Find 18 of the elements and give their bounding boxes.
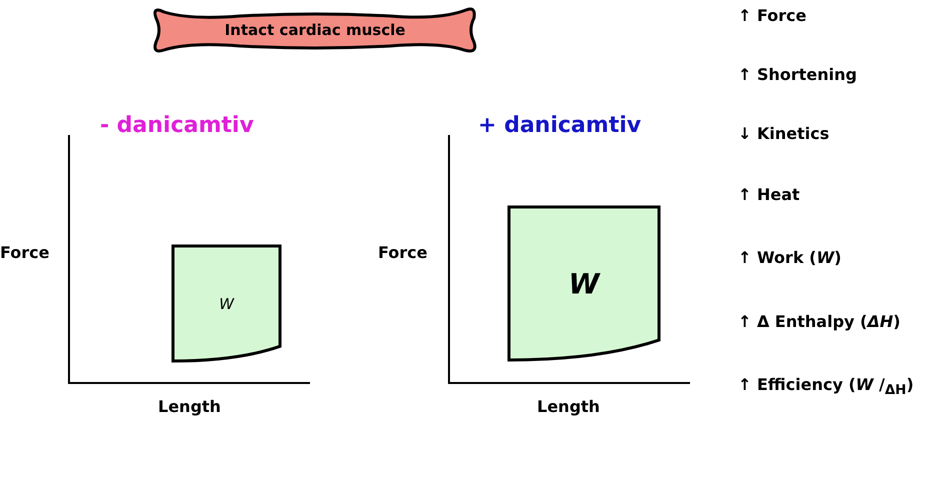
work-label: W [568,267,602,300]
effect-item: ↑ Heat [738,185,800,204]
axis-label: Length [158,397,221,416]
work-loop [171,244,282,363]
effect-item: ↑ Shortening [738,65,857,84]
condition-title: + danicamtiv [478,113,642,138]
axis-label: Force [0,243,50,262]
axis-label: Length [537,397,600,416]
work-loop [507,205,661,362]
effect-item: ↑ Work (W) [738,248,842,267]
condition-title: - danicamtiv [100,113,254,138]
effect-item: ↑ Δ Enthalpy (ΔH) [738,312,900,331]
work-label: W [218,294,236,312]
effect-item: ↓ Kinetics [738,124,830,143]
axis-label: Force [378,243,428,262]
muscle-label: Intact cardiac muscle [224,21,406,39]
effect-item: ↑ Force [738,6,806,25]
effect-item: ↑ Efficiency (W /$_{ΔH}$) [738,375,914,398]
